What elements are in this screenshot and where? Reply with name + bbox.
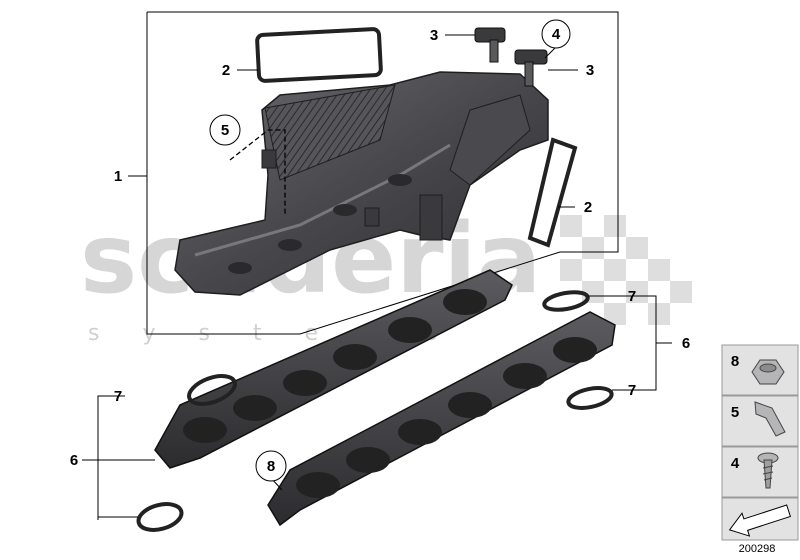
checkered-flag-watermark bbox=[560, 215, 692, 325]
screw-icon bbox=[757, 452, 779, 489]
callout-2-right: 2 bbox=[584, 199, 592, 216]
gasket-top bbox=[255, 27, 383, 83]
legend-label-clip: 5 bbox=[731, 404, 739, 421]
callout-3-left: 3 bbox=[430, 27, 438, 44]
callout-circle-5 bbox=[209, 114, 241, 146]
callout-8: 8 bbox=[267, 458, 275, 475]
callout-3-right: 3 bbox=[586, 62, 594, 79]
gasket-right bbox=[527, 137, 578, 248]
callout-2-top: 2 bbox=[222, 62, 230, 79]
callout-6-right: 6 bbox=[682, 335, 690, 352]
callout-1: 1 bbox=[114, 168, 122, 185]
callout-4: 4 bbox=[552, 26, 561, 43]
sensor-right bbox=[514, 49, 548, 87]
direction-arrow-icon bbox=[728, 504, 792, 537]
intake-rail-upper bbox=[154, 269, 513, 469]
leader-lines bbox=[82, 34, 672, 520]
intake-rail-lower bbox=[267, 311, 616, 527]
legend-label-screw: 4 bbox=[731, 455, 740, 472]
seal-ring-mid-right bbox=[566, 386, 614, 410]
assembly-frame bbox=[146, 11, 619, 335]
seal-ring-left bbox=[187, 374, 237, 406]
legend-label-nut: 8 bbox=[731, 353, 739, 370]
seal-ring-bottom bbox=[136, 502, 184, 532]
intake-manifold-cover bbox=[174, 71, 549, 296]
callout-6-left: 6 bbox=[70, 452, 78, 469]
seal-ring-top-right bbox=[542, 290, 590, 312]
diagram-number: 200298 bbox=[739, 543, 776, 555]
clip-icon bbox=[754, 401, 786, 437]
callout-7-top: 7 bbox=[628, 288, 636, 305]
callout-circle-8 bbox=[255, 450, 287, 482]
nut-icon bbox=[751, 359, 785, 385]
callouts: 1 2 2 3 3 4 5 6 6 7 7 7 8 bbox=[70, 26, 690, 475]
sensor-left bbox=[474, 27, 506, 63]
legend-panel: 8 5 4 bbox=[721, 344, 799, 541]
callout-7-mid: 7 bbox=[628, 382, 636, 399]
clip-location-line bbox=[229, 129, 286, 215]
callout-circle-4 bbox=[541, 19, 571, 49]
callout-7-left: 7 bbox=[114, 388, 122, 405]
callout-5: 5 bbox=[221, 122, 229, 139]
